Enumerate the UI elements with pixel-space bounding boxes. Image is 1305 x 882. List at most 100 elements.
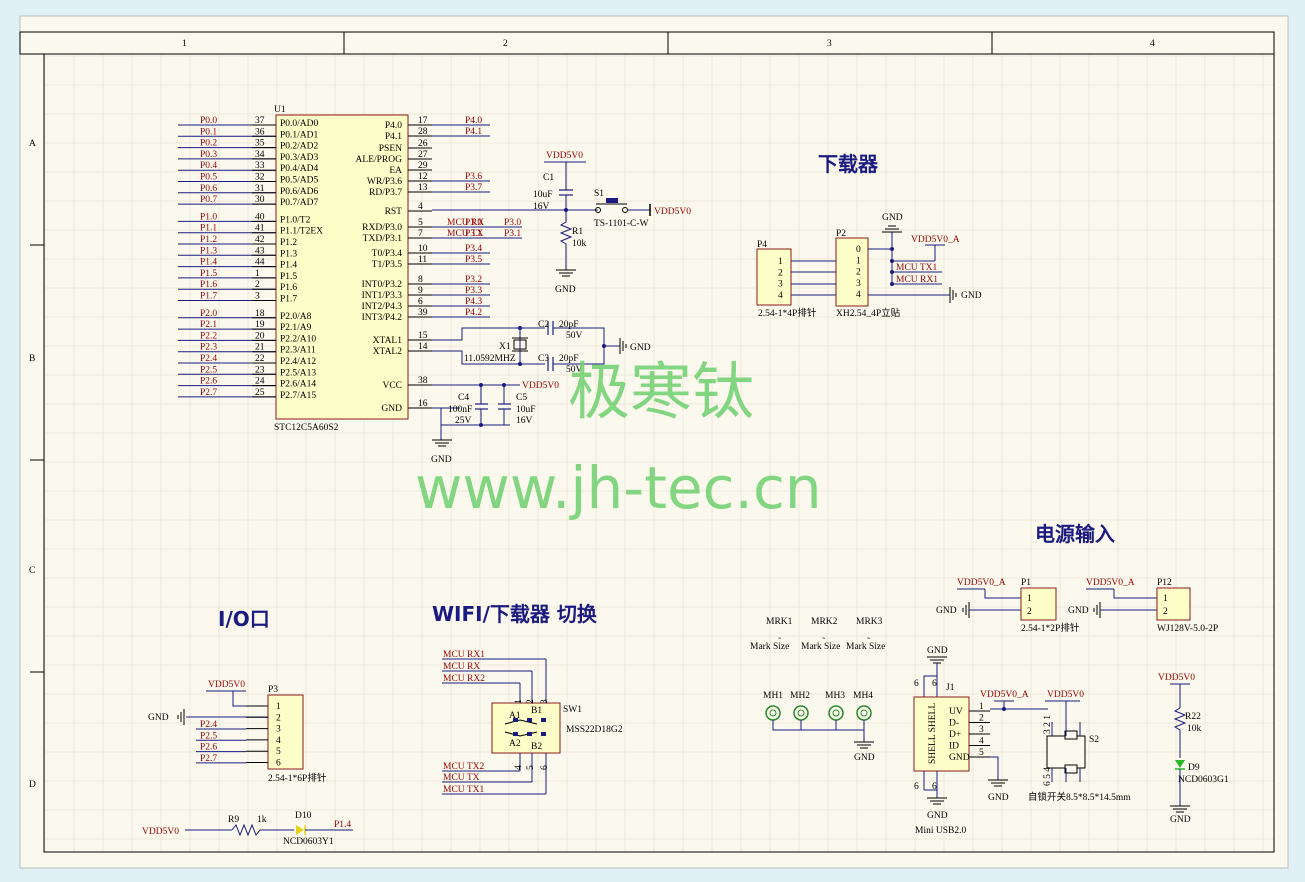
u1-net-P3.6: P3.6 <box>465 172 482 182</box>
col-label-1: 1 <box>182 39 187 49</box>
u1-net-P2.5: P2.5 <box>200 365 217 375</box>
u1-net-P0.7: P0.7 <box>200 195 217 205</box>
j1-ref: J1 <box>946 683 955 693</box>
u1-net-P2.0: P2.0 <box>200 309 217 319</box>
usb-pin-num: 3 <box>979 725 984 735</box>
u1-pinname: P2.1/A9 <box>280 323 312 333</box>
sw1-body <box>491 702 561 754</box>
row-label-a: A <box>29 139 36 149</box>
u1-pinnum: 11 <box>418 255 427 265</box>
s2-bot-pins: 6 5 4 <box>1043 767 1053 786</box>
u1-net-P2.3: P2.3 <box>200 343 217 353</box>
wifi-net-bot: MCU TX <box>443 773 480 783</box>
u1-net-P2.7: P2.7 <box>200 388 217 398</box>
u1-net-P2.1: P2.1 <box>200 320 217 330</box>
wifi-net-top: MCU RX2 <box>443 674 485 684</box>
power-input-block: 电源输入 VDD5V0_A GND P1 1 2 2.54-1*2P排针 VDD… <box>936 522 1218 634</box>
usb-pin-name: GND <box>949 753 970 763</box>
p3-pin: 1 <box>276 702 281 712</box>
s2-vdd: VDD5V0 <box>1047 690 1084 700</box>
led-d10-block: VDD5V0 R9 1k D10 NCD0603Y1 P1.4 <box>142 811 353 847</box>
u1-pinname: P0.4/AD4 <box>280 164 319 174</box>
usb-shell-top-b: 6 <box>932 679 937 689</box>
u1-pinnum: 15 <box>418 331 428 341</box>
p3-part: 2.54-1*6P排针 <box>268 772 327 784</box>
u1-pinnum: 44 <box>255 258 265 268</box>
usb-shell-bot-a: 6 <box>914 782 919 792</box>
d9-ref: D9 <box>1188 763 1200 773</box>
mrk2-sub: Mark Size <box>801 642 840 652</box>
sw1-a2: A2 <box>509 739 521 749</box>
p2-pin: 4 <box>856 290 861 300</box>
mrk3-sub: Mark Size <box>846 642 885 652</box>
u1-pinnum: 38 <box>418 376 428 386</box>
u1-pinname: P0.6/AD6 <box>280 187 319 197</box>
r1-val: 10k <box>572 239 587 249</box>
u1-pinnum: 24 <box>255 377 265 387</box>
u1-pinnum: 39 <box>418 308 428 318</box>
p4-ref: P4 <box>757 240 767 250</box>
u1-pinnum: 34 <box>255 150 265 160</box>
usb-shell-top-a: 6 <box>914 679 919 689</box>
u1-pinname: RXD/P3.0 <box>362 223 402 233</box>
c5-val: 10uF <box>516 405 536 415</box>
u1-pinname: INT3/P4.2 <box>362 313 403 323</box>
mrk1-sub: Mark Size <box>750 642 789 652</box>
c5-volt: 16V <box>516 416 533 426</box>
usb-pin-num: 1 <box>979 702 984 712</box>
c4-ref: C4 <box>458 393 469 403</box>
mrk3-ref: MRK3 <box>856 617 883 627</box>
u1-pinname: INT0/P3.2 <box>362 280 403 290</box>
mh3-ref: MH3 <box>825 691 845 701</box>
mrk1-dot: ˷ <box>778 630 782 640</box>
p2-pin: 2 <box>856 268 861 278</box>
c1-volt: 16V <box>533 202 550 212</box>
u1-pinnum: 7 <box>418 229 423 239</box>
row-label-c: C <box>29 566 35 576</box>
sw1-a1: A1 <box>509 711 521 721</box>
u1-pinnum: 41 <box>255 224 265 234</box>
d9-part: NCD0603G1 <box>1178 775 1229 785</box>
p12-pin2: 2 <box>1163 607 1168 617</box>
u1-pinname: P2.5/A13 <box>280 368 316 378</box>
d9-gnd: GND <box>1170 815 1191 825</box>
u1-net-P0.6: P0.6 <box>200 184 217 194</box>
sw1-pin: 2 <box>526 699 536 704</box>
s1-part: TS-1101-C-W <box>594 219 649 229</box>
p12-pin1: 1 <box>1163 594 1168 604</box>
u1-pinnum: 18 <box>255 309 265 319</box>
mrk1-ref: MRK1 <box>766 617 793 627</box>
p4-pin: 3 <box>778 280 783 290</box>
u1-net-P1.0: P1.0 <box>200 212 217 222</box>
u1-pinnum: 21 <box>255 343 265 353</box>
u1-net-P4.0: P4.0 <box>465 116 482 126</box>
u1-net-P0.5: P0.5 <box>200 173 217 183</box>
sw1-pin: 1 <box>514 699 524 704</box>
u1-pinname: P1.5 <box>280 272 297 282</box>
r22-val: 10k <box>1187 724 1202 734</box>
u1-pinname: P1.0/T2 <box>280 215 311 225</box>
u1-pinname: P4.0 <box>385 121 402 131</box>
c3-ref: C3 <box>538 354 549 364</box>
u1-body <box>275 114 409 420</box>
c4-val: 100nF <box>448 405 472 415</box>
s1-ref: S1 <box>594 189 604 199</box>
usb-pin-name: D- <box>949 719 959 729</box>
p3-gnd: GND <box>148 713 169 723</box>
c2-ref: C2 <box>538 320 549 330</box>
p2-part: XH2.54_4P立贴 <box>836 307 901 319</box>
xtal-gnd: GND <box>630 343 651 353</box>
u1-pinnum: 33 <box>255 161 265 171</box>
dl-vdd: VDD5V0_A <box>911 235 960 245</box>
u1-part: STC12C5A60S2 <box>274 423 339 433</box>
u1-net-P4.1: P4.1 <box>465 127 482 137</box>
u1-net-P1.2: P1.2 <box>200 235 217 245</box>
mh2-ref: MH2 <box>790 691 810 701</box>
u1-pinname: T0/P3.4 <box>372 249 403 259</box>
downloader-title: 下载器 <box>818 152 879 176</box>
